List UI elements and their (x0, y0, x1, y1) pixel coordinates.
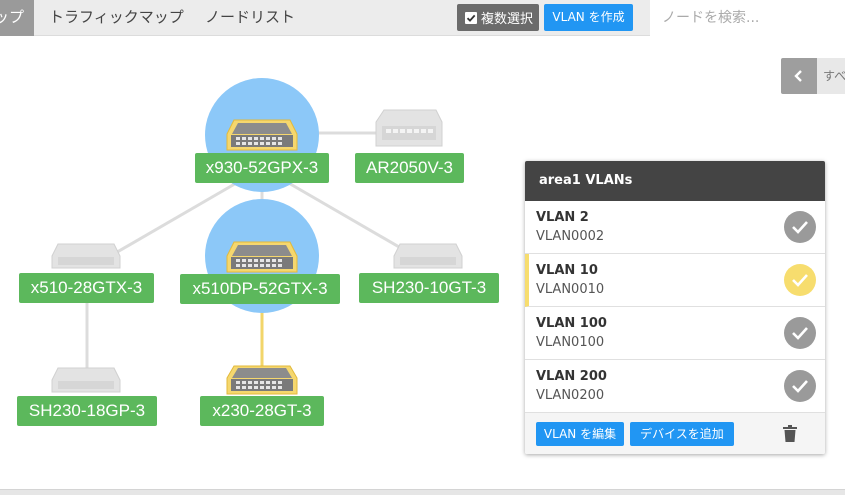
trash-icon[interactable] (783, 425, 797, 443)
vlan-name: VLAN 100 (536, 316, 607, 331)
node-label-sh230-10gt[interactable]: SH230-10GT-3 (359, 273, 499, 303)
node-label-x510gtx[interactable]: x510-28GTX-3 (19, 273, 154, 303)
vlan-id: VLAN0010 (536, 282, 605, 297)
vlan-panel-title: area1 VLANs (525, 161, 825, 201)
network-map (51, 78, 463, 395)
vlan-row-selected[interactable]: VLAN 10 VLAN0010 (525, 254, 825, 307)
vlan-id: VLAN0200 (536, 388, 605, 403)
node-label-x510dp[interactable]: x510DP-52GTX-3 (180, 274, 340, 304)
vlan-name: VLAN 2 (536, 210, 589, 225)
tab-map[interactable]: ップ (0, 0, 34, 36)
vlan-id: VLAN0100 (536, 335, 605, 350)
top-toolbar: ップ トラフィックマップ ノードリスト 複数選択 VLAN を作成 (0, 0, 845, 36)
node-label-ar2050[interactable]: AR2050V-3 (355, 153, 464, 183)
x930-switch-icon (226, 119, 298, 151)
create-vlan-button[interactable]: VLAN を作成 (544, 4, 633, 31)
node-label-x930[interactable]: x930-52GPX-3 (195, 153, 329, 183)
collapse-panel-button[interactable] (781, 58, 817, 94)
bottom-divider (0, 489, 845, 495)
multi-select-label: 複数選択 (481, 12, 534, 27)
vlan-panel: area1 VLANs VLAN 2 VLAN0002 VLAN 10 VLAN… (525, 161, 825, 454)
x510gtx-switch-icon (51, 243, 121, 269)
tab-node-list[interactable]: ノードリスト (205, 8, 296, 26)
vlan-row[interactable]: VLAN 200 VLAN0200 (525, 360, 825, 413)
vlan-name: VLAN 200 (536, 369, 607, 384)
vlan-row[interactable]: VLAN 100 VLAN0100 (525, 307, 825, 360)
ar2050-router-icon (375, 109, 443, 147)
collapsed-panel-tab[interactable]: すべ (817, 58, 845, 94)
node-label-sh230-18gp[interactable]: SH230-18GP-3 (17, 396, 157, 426)
edit-vlan-button[interactable]: VLAN を編集 (536, 422, 624, 446)
vlan-panel-footer: VLAN を編集 デバイスを追加 (525, 413, 825, 454)
vlan-id: VLAN0002 (536, 229, 605, 244)
chevron-left-icon (794, 70, 802, 82)
vlan-name: VLAN 10 (536, 263, 598, 278)
x510dp-switch-icon (226, 241, 298, 273)
vlan-row[interactable]: VLAN 2 VLAN0002 (525, 201, 825, 254)
sh230-10gt-switch-icon (393, 243, 463, 269)
sh230-18gp-switch-icon (51, 367, 121, 393)
multi-select-toggle[interactable]: 複数選択 (457, 4, 539, 31)
x230-switch-icon (226, 365, 298, 395)
checkbox-icon (465, 11, 477, 24)
check-icon[interactable] (784, 211, 816, 243)
link-x930-x510gtx (99, 176, 246, 264)
check-icon[interactable] (784, 264, 816, 296)
tab-traffic-map[interactable]: トラフィックマップ (49, 8, 184, 26)
add-device-button[interactable]: デバイスを追加 (630, 422, 734, 446)
check-icon[interactable] (784, 370, 816, 402)
node-search-input[interactable] (650, 0, 845, 36)
check-icon[interactable] (784, 317, 816, 349)
node-label-x230[interactable]: x230-28GT-3 (200, 396, 324, 426)
